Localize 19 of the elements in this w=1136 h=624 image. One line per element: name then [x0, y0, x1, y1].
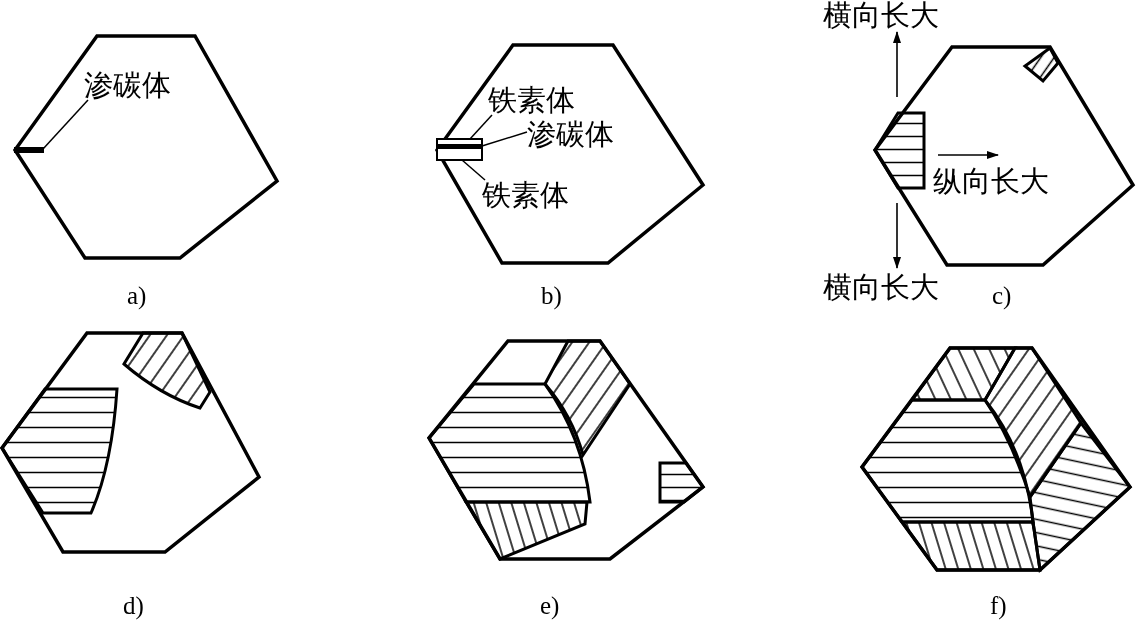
panel-label: e)	[540, 592, 560, 620]
phase-label: 铁素体	[482, 180, 569, 210]
ferrite-plate	[436, 147, 483, 161]
phase-label: 铁素体	[488, 85, 575, 115]
direction-label: 纵向长大	[933, 166, 1049, 196]
direction-label: 横向长大	[823, 272, 939, 302]
leader-line	[42, 99, 89, 150]
panel-label: b)	[541, 282, 562, 310]
panel-label: f)	[990, 592, 1007, 620]
panel-label: d)	[123, 592, 144, 620]
direction-label: 横向长大	[823, 0, 939, 30]
cementite-plate	[14, 147, 44, 153]
leader-line	[461, 159, 486, 181]
phase-label: 渗碳体	[527, 119, 614, 149]
leader-line	[469, 114, 493, 140]
panel-label: c)	[992, 282, 1012, 310]
phase-label: 渗碳体	[84, 70, 171, 100]
panel-label: a)	[127, 282, 147, 310]
leader-line	[481, 131, 528, 147]
